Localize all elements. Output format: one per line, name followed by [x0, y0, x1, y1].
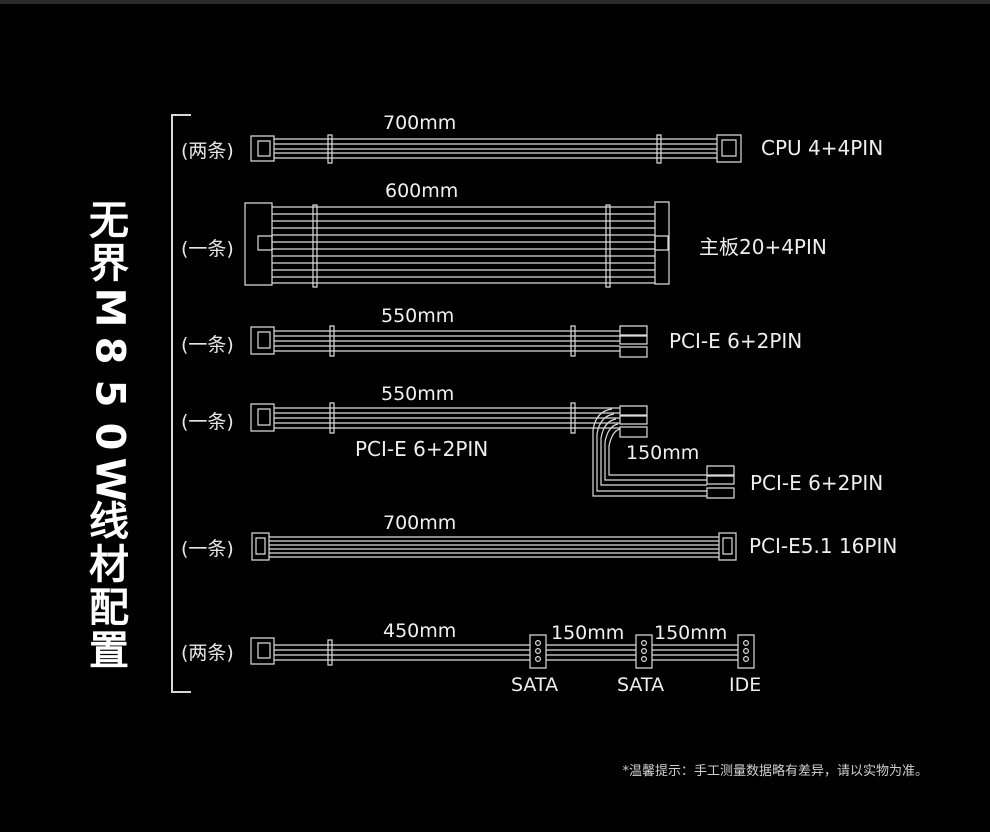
title-char: 无: [89, 198, 129, 244]
cable-pcie-2: [251, 403, 734, 498]
title-char: 配: [89, 585, 129, 631]
title-char: 置: [89, 628, 129, 674]
quantity-label: (一条): [181, 538, 234, 560]
length-label: 700mm: [383, 512, 457, 534]
cable-16pin: [252, 533, 736, 560]
disclaimer-note: *温馨提示：手工测量数据略有差异，请以实物为准。: [622, 764, 928, 779]
length-label: 450mm: [383, 620, 457, 642]
connector-label: 主板20+4PIN: [699, 235, 827, 259]
length-label: 600mm: [385, 180, 459, 202]
length-label: 700mm: [383, 112, 457, 134]
quantity-label: (两条): [181, 642, 234, 664]
connector-label: SATA: [617, 674, 665, 696]
length-label: 150mm: [654, 622, 728, 644]
connector-label: PCI-E 6+2PIN: [750, 471, 884, 495]
length-label: 550mm: [381, 383, 455, 405]
length-label: 550mm: [381, 305, 455, 327]
connector-label: PCI-E 6+2PIN: [669, 329, 803, 353]
title-char: 线: [89, 499, 129, 545]
title-char: 界: [89, 241, 129, 287]
top-border: [0, 0, 990, 4]
connector-label: SATA: [511, 674, 559, 696]
list-bracket: [171, 114, 191, 693]
length-label: 150mm: [551, 622, 625, 644]
quantity-label: (一条): [181, 238, 234, 260]
title-char: 材: [89, 542, 129, 588]
quantity-label: (两条): [181, 140, 234, 162]
cable-motherboard: [245, 202, 669, 287]
connector-label: PCI-E5.1 16PIN: [749, 534, 898, 558]
cable-pcie-1: [251, 326, 647, 357]
page-title: 无 界 M 8 5 0 W 线 材 配 置: [84, 200, 134, 673]
branch-length-label: 150mm: [626, 442, 700, 464]
cable-sata: [251, 635, 754, 668]
connector-label: IDE: [729, 674, 762, 696]
quantity-label: (一条): [181, 411, 234, 433]
connector-label: CPU 4+4PIN: [761, 136, 884, 160]
quantity-label: (一条): [181, 334, 234, 356]
cable-cpu: [251, 135, 741, 163]
connector-label: PCI-E 6+2PIN: [355, 437, 489, 461]
